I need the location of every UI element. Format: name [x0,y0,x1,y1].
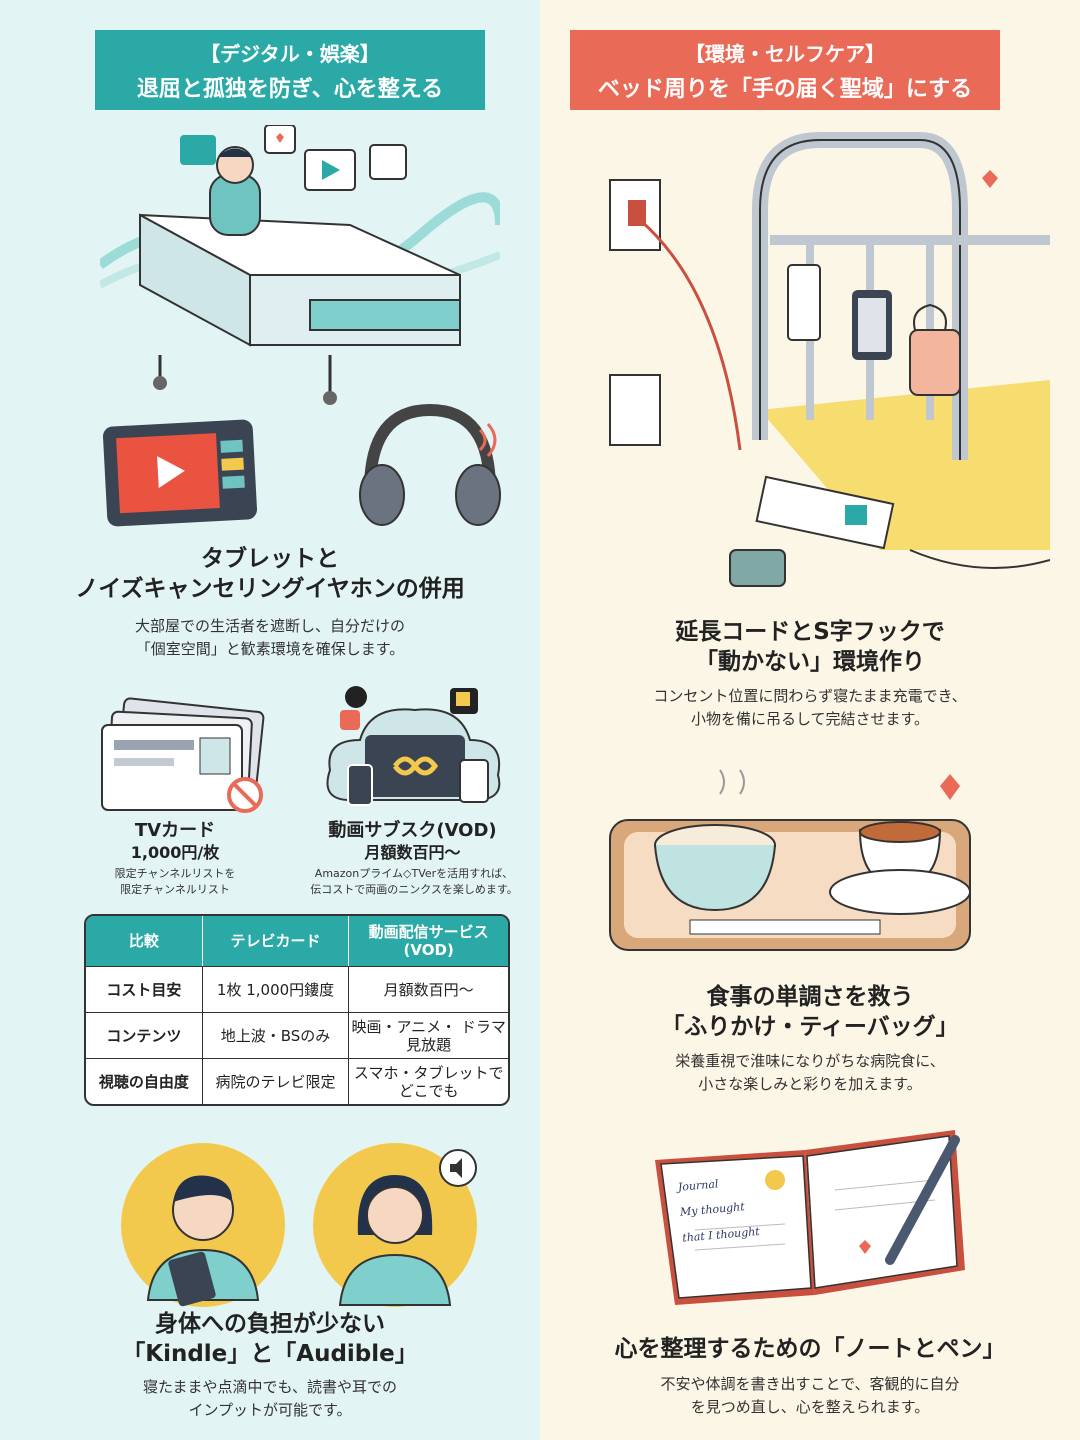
tvcard-note: 限定チャンネルリストを 限定チャンネルリスト [80,866,270,898]
left-banner: 【デジタル・娯楽】 退屈と孤独を防ぎ、心を整える [77,30,503,120]
table-row: 視聴の自由度 病院のテレビ限定 スマホ・タブレットで どこでも [86,1058,508,1104]
cord-desc-line2: 小物を備に吊るして完結させます。 [690,709,930,728]
tvcard-note-line2: 限定チャンネルリスト [120,882,230,896]
table-cell: 病院のテレビ限定 [202,1058,350,1104]
table-row: コスト目安 1枚 1,000円鏤度 月額数百円〜 [86,966,508,1012]
kindle-section-desc: 寝たままや点滴中でも、読書や耳での インプットが可能です。 [60,1376,480,1421]
meal-title-line1: 食事の単調さを救う [706,984,914,1010]
tablet-icon [102,419,258,527]
note-desc-line1: 不安や体調を書き出すことで、客観的に自分 [660,1375,960,1393]
tablet-desc-line2: 「個室空間」と歓素環境を確保します。 [135,639,405,658]
table-cell: スマホ・タブレットで どこでも [349,1058,508,1104]
right-banner-line2: ベッド周りを「手の届く聖域」にする [597,77,973,102]
meal-section-title: 食事の単調さを救う 「ふりかけ・ティーバッグ」 [580,983,1040,1043]
vod-price: 月額数百円〜 [364,843,461,862]
right-banner: 【環境・セルフケア】 ベッド周りを「手の届く聖域」にする [552,30,1018,120]
cord-section-title: 延長コードとS字フックで 「動かない」環境作り [580,618,1040,678]
table-header: 動画配信サービス (VOD) [349,916,508,966]
right-banner-line1: 【環境・セルフケア】 [685,42,885,66]
kindle-title-line1: 身体への負担が少ない [155,1311,385,1337]
tv-card-icon [101,697,265,813]
left-banner-line2: 退屈と孤独を防ぎ、心を整える [136,77,444,102]
tvcard-price: 1,000円/枚 [130,843,220,862]
cloud-vod-icon [326,686,501,806]
table-cell: コスト目安 [86,966,203,1012]
comparison-table: 比較 テレビカード 動画配信サービス (VOD) コスト目安 1枚 1,000円… [84,914,510,1106]
meal-desc-line2: 小さな楽しみと彩りを加えます。 [698,1074,922,1093]
vod-note-line1: Amazonプライム◇TVerを活用すれば、 [314,867,514,880]
table-cell: コンテンツ [86,1012,203,1058]
table-cell: 1枚 1,000円鏤度 [202,966,350,1012]
note-section-title: 心を整理するための「ノートとペン」 [614,1336,1006,1362]
tea-cup-icon [940,774,960,800]
kindle-section-title: 身体への負担が少ない 「Kindle」と「Audible」 [40,1310,500,1370]
meal-section-desc: 栄養重視で淮味になりがちな病院食に、 小さな楽しみと彩りを加えます。 [590,1050,1030,1095]
journal-pen-icon [655,1130,965,1305]
headphones-icon [359,403,501,526]
right-column: 【環境・セルフケア】 ベッド周りを「手の届く聖域」にする 延長コードとS字フック… [540,0,1080,1440]
table-header: テレビカード [202,916,350,966]
tablet-title-line2: ノイズキャンセリングイヤホンの併用 [75,575,465,602]
note-section-desc: 不安や体調を書き出すことで、客観的に自分 を見つめ直し、心を整えられます。 [590,1373,1030,1418]
meal-title-line2: 「ふりかけ・ティーバッグ」 [661,1013,959,1040]
cord-title-line1: 延長コードとS字フックで [675,619,945,645]
table-header-row: 比較 テレビカード 動画配信サービス (VOD) [86,916,508,966]
table-cell: 地上波・BSのみ [202,1012,350,1058]
table-cell: 視聴の自由度 [86,1058,203,1104]
tablet-section-title: タブレットと ノイズキャンセリングイヤホンの併用 [40,545,500,605]
table-cell: 月額数百円〜 [349,966,508,1012]
journal-text: Journal My thought that I thought [677,1170,792,1247]
bed-patient-icon [100,125,500,405]
note-desc-line2: を見つめ直し、心を整えられます。 [690,1397,930,1416]
left-column: 【デジタル・娯楽】 退屈と孤独を防ぎ、心を整える [0,0,540,1440]
table-row: コンテンツ 地上波・BSのみ 映画・アニメ・ ドラマ見放題 [86,1012,508,1058]
table-cell: 映画・アニメ・ ドラマ見放題 [349,1012,508,1058]
left-banner-line1: 【デジタル・娯楽】 [200,42,380,66]
listener-avatar-icon [313,1143,477,1307]
tablet-section-desc: 大部屋での生活者を遮断し、自分だけの 「個室空間」と歓素環境を確保します。 [60,615,480,660]
tvcard-note-line1: 限定チャンネルリストを [114,867,236,880]
meal-desc-line1: 栄養重視で淮味になりがちな病院食に、 [675,1052,945,1070]
table-header: 比較 [86,916,203,966]
vod-note: Amazonプライム◇TVerを活用すれば、 伝コストで両画のニンクスを楽しめま… [298,866,530,898]
cord-desc-line1: コンセント位置に問わらず寝たまま充電でき、 [653,687,967,705]
tvcard-title: TVカード [134,820,216,841]
kindle-desc-line1: 寝たままや点滴中でも、読書や耳での [142,1378,398,1396]
journal-line: My thought [679,1199,746,1219]
meal-tray-icon [609,769,971,951]
kindle-desc-line2: インプットが可能です。 [188,1400,352,1419]
cord-section-desc: コンセント位置に問わらず寝たまま充電でき、 小物を備に吊るして完結させます。 [590,685,1030,730]
bed-rail-icon [580,132,1050,610]
kindle-title-line2: 「Kindle」と「Audible」 [122,1340,418,1367]
tablet-desc-line1: 大部屋での生活者を遮断し、自分だけの [134,617,405,635]
vod-title: 動画サブスク(VOD) [328,820,497,841]
reader-avatar-icon [121,1143,285,1307]
tablet-title-line1: タブレットと [201,546,339,572]
cord-title-line2: 「動かない」環境作り [695,648,925,675]
vod-note-line2: 伝コストで両画のニンクスを楽しめます。 [310,882,518,896]
